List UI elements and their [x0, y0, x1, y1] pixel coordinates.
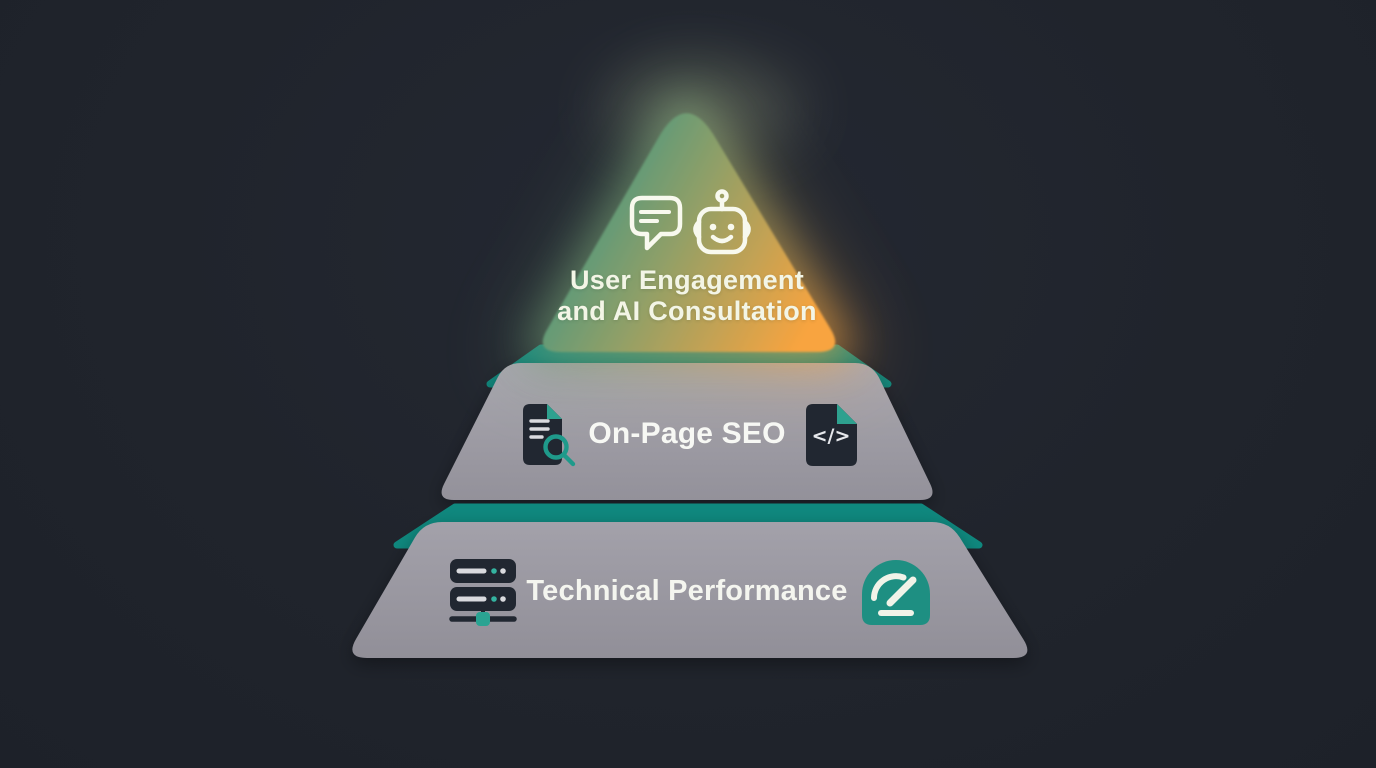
- chat-bubble-icon: [629, 195, 683, 251]
- robot-icon: [693, 189, 751, 255]
- tier-1-label-line2: and AI Consultation: [557, 296, 817, 326]
- triangle-glow: [511, 62, 869, 371]
- tier-3-body: [352, 522, 1028, 658]
- code-glyph: </>: [812, 425, 851, 447]
- tier-2-label: On-Page SEO: [588, 417, 786, 450]
- server-icon: [449, 559, 517, 626]
- tier-technical-shapes: [352, 503, 1028, 658]
- tier-1-label-line1: User Engagement: [569, 265, 805, 295]
- tier-3-label: Technical Performance: [526, 575, 848, 607]
- document-search-icon: [523, 404, 576, 467]
- tier-1-label: User Engagement and AI Consultation: [387, 265, 987, 327]
- code-file-icon: </>: [806, 404, 857, 466]
- tier-2-body: [441, 363, 933, 500]
- speedometer-icon: [862, 560, 930, 625]
